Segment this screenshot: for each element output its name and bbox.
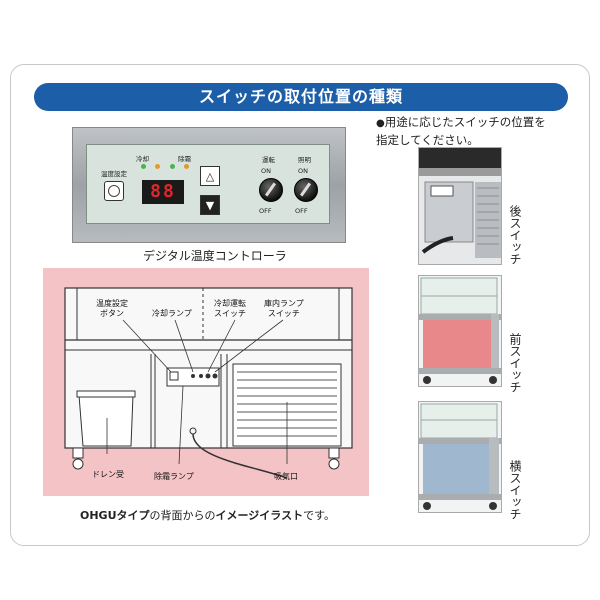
run-switch-knob[interactable] bbox=[259, 178, 283, 202]
bullet-icon: ● bbox=[376, 118, 385, 129]
up-arrow-button[interactable]: △ bbox=[200, 166, 220, 186]
rear-switch-label: 後スイッチ bbox=[508, 205, 522, 265]
note-line-1: 用途に応じたスイッチの位置を bbox=[384, 115, 546, 129]
caption-middle: の背面からの bbox=[149, 509, 216, 522]
light-switch-knob[interactable] bbox=[294, 178, 318, 202]
illustration-caption: OHGUタイプの背面からのイメージイラストです。 bbox=[80, 507, 335, 523]
annotation-light-switch: 庫内ランプ スイッチ bbox=[264, 299, 304, 318]
led-icon bbox=[170, 164, 175, 169]
cool-label: 冷却 bbox=[136, 155, 149, 163]
front-switch-label: 前スイッチ bbox=[508, 333, 522, 393]
side-switch-photo bbox=[418, 401, 502, 513]
caption-image: イメージイラスト bbox=[215, 509, 304, 522]
defrost-led-icon bbox=[184, 164, 189, 169]
light-on-label: ON bbox=[298, 167, 308, 175]
front-switch-photo bbox=[418, 275, 502, 387]
note-line-2: 指定してください。 bbox=[376, 133, 479, 147]
side-switch-label: 横スイッチ bbox=[508, 460, 522, 520]
rear-view-illustration bbox=[43, 268, 369, 496]
temperature-display: 88 bbox=[142, 180, 184, 204]
caption-end: です。 bbox=[303, 509, 335, 522]
caption-model: OHGUタイプ bbox=[80, 509, 150, 522]
controller-caption: デジタル温度コントローラ bbox=[143, 249, 287, 263]
annotation-cool-switch: 冷却運転 スイッチ bbox=[214, 299, 246, 318]
annotation-drain: ドレン受 bbox=[92, 470, 124, 479]
triangle-down-icon: ▼ bbox=[205, 198, 215, 212]
led-icon bbox=[155, 164, 160, 169]
set-temp-button[interactable] bbox=[104, 181, 124, 201]
rear-switch-photo bbox=[418, 147, 502, 265]
down-arrow-button[interactable]: ▼ bbox=[200, 195, 220, 215]
annotation-set-button: 温度設定 ボタン bbox=[96, 299, 128, 318]
section-title-banner: スイッチの取付位置の種類 bbox=[34, 83, 568, 111]
annotation-defrost-lamp: 除霜ランプ bbox=[154, 472, 194, 481]
light-label: 照明 bbox=[298, 156, 311, 164]
annotation-intake: 吸気口 bbox=[274, 472, 298, 481]
run-off-label: OFF bbox=[259, 207, 272, 215]
defrost-label: 除霜 bbox=[178, 155, 191, 163]
triangle-up-icon: △ bbox=[205, 169, 215, 183]
annotation-cool-lamp: 冷却ランプ bbox=[152, 309, 192, 318]
set-temp-label: 温度設定 bbox=[101, 170, 127, 178]
run-on-label: ON bbox=[261, 167, 271, 175]
run-label: 運転 bbox=[262, 156, 275, 164]
light-off-label: OFF bbox=[295, 207, 308, 215]
showcase-rear-drawing bbox=[64, 287, 353, 479]
cool-led-icon bbox=[141, 164, 146, 169]
instruction-note: ●用途に応じたスイッチの位置を 指定してください。 bbox=[376, 114, 576, 148]
